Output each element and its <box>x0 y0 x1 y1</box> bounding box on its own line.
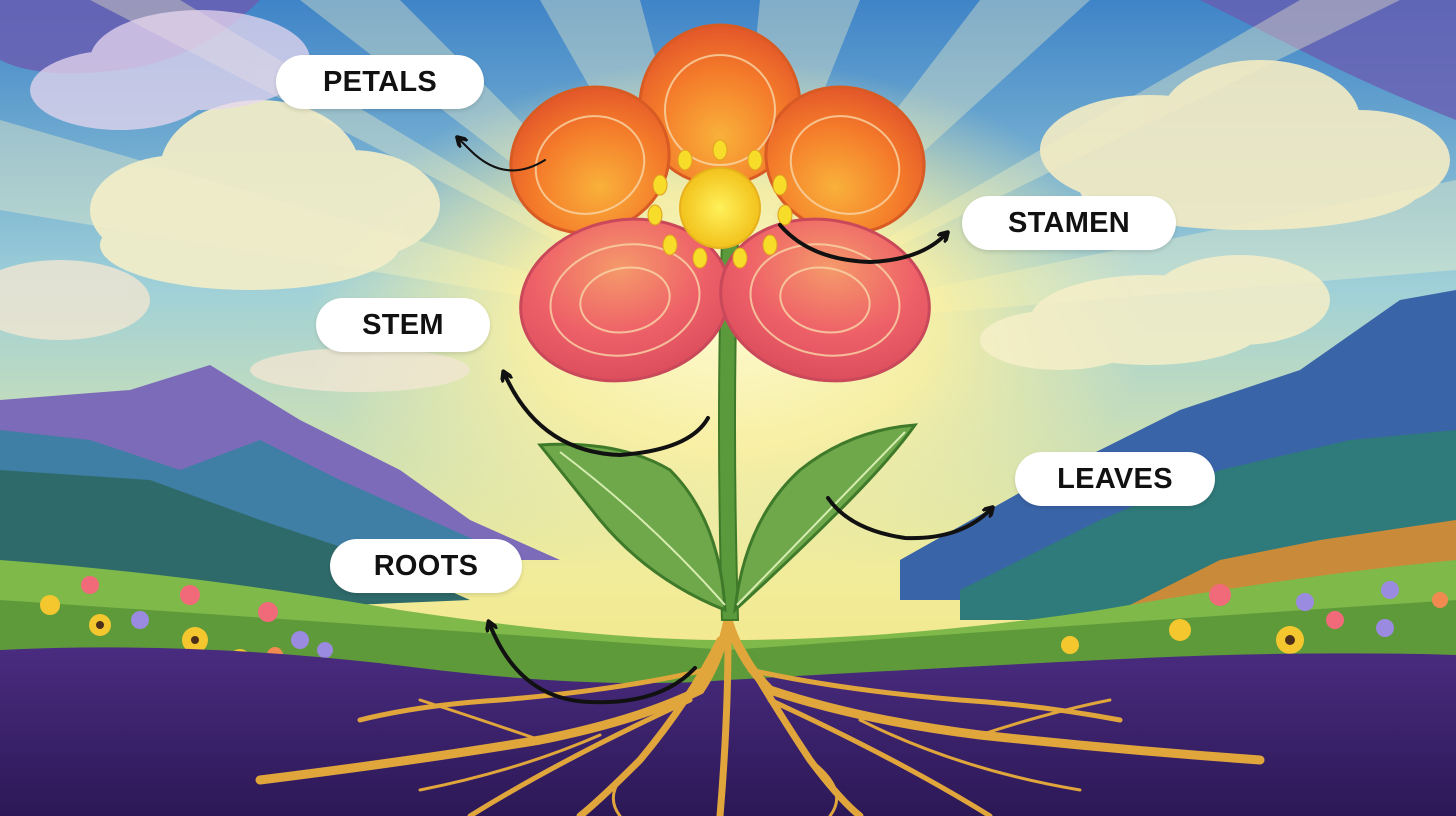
stamen-arrow <box>778 223 945 265</box>
label-stem: STEM <box>316 298 490 352</box>
label-petals: PETALS <box>276 55 484 109</box>
label-stamen: STAMEN <box>962 196 1176 250</box>
flower-head <box>509 23 931 383</box>
roots <box>255 615 1265 816</box>
wildflowers <box>40 576 1448 671</box>
leaves <box>537 423 919 614</box>
clouds <box>0 10 1450 392</box>
arrows <box>460 140 990 705</box>
stem <box>718 239 740 621</box>
leaves-arrow <box>826 496 990 541</box>
stem-arrow <box>505 375 710 458</box>
label-leaves: LEAVES <box>1015 452 1215 506</box>
petals-arrow <box>460 140 546 172</box>
flower-center <box>679 167 761 249</box>
roots-arrow <box>490 625 697 705</box>
label-roots: ROOTS <box>330 539 522 593</box>
